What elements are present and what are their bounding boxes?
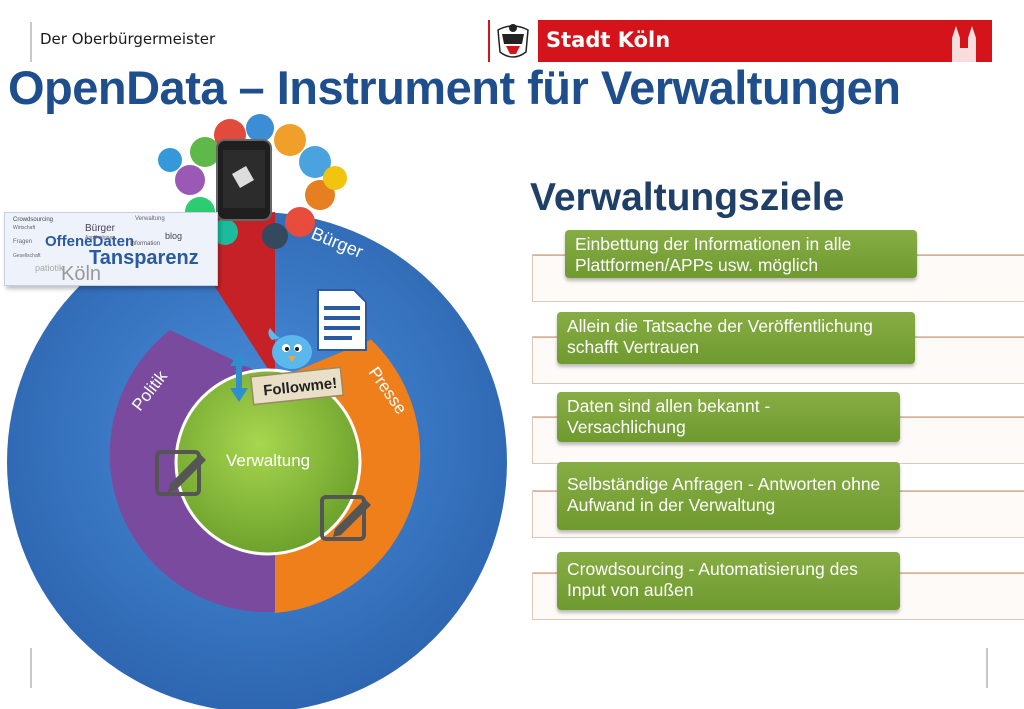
footer-divider: [30, 648, 32, 688]
word-applikationen: Applikationen: [85, 235, 116, 241]
goal-item: Crowdsourcing - Automatisierung des Inpu…: [557, 552, 900, 610]
word-tansparenz: Tansparenz: [89, 247, 199, 269]
word-fragen: Fragen: [13, 239, 33, 245]
office-title: Der Oberbürgermeister: [40, 30, 216, 48]
edit-icon: [320, 495, 371, 541]
coat-of-arms-icon: [488, 20, 529, 62]
social-media-cloud: [158, 114, 347, 249]
word-cloud-card: Crowdsourcing Bürger OffeneDaten Tanspar…: [4, 212, 218, 286]
word-information: Information: [130, 241, 161, 247]
smartphone-icon: [216, 139, 272, 221]
footer-divider: [986, 648, 988, 688]
verwaltung-circle: [174, 368, 362, 556]
word-crowdsourcing: Crowdsourcing: [13, 217, 54, 223]
city-logo: Stadt Köln: [488, 20, 992, 62]
twitter-bird-icon: [268, 328, 312, 369]
page-title: OpenData – Instrument für Verwaltungen: [8, 61, 901, 114]
word-verwaltung: Verwaltung: [135, 216, 165, 222]
goal-item: Einbettung der Informationen in alle Pla…: [565, 230, 917, 278]
word-patiotik: patiotik: [35, 263, 64, 273]
verwaltung-label: Verwaltung: [226, 451, 310, 470]
word-koeln: Köln: [61, 263, 102, 285]
goal-item: Allein die Tatsache der Veröffentlichung…: [557, 312, 915, 364]
cathedral-icon: [952, 26, 976, 62]
edit-icon: [155, 450, 206, 496]
updown-arrow-icon: [230, 352, 248, 402]
word-buerger: Bürger: [85, 223, 116, 234]
word-offenedaten: OffeneDaten: [45, 233, 135, 250]
goal-item: Selbständige Anfragen - Antworten ohne A…: [557, 462, 900, 530]
word-blog: blog: [165, 231, 183, 241]
city-logo-text: Stadt Köln: [546, 28, 671, 52]
subheading: Verwaltungsziele: [530, 176, 845, 219]
goal-item: Daten sind allen bekannt - Versachlichun…: [557, 392, 900, 442]
word-wirtschaft: Wirtschaft: [13, 225, 36, 231]
document-icon: [317, 289, 367, 351]
header-divider: [30, 22, 32, 62]
follow-badge: Followme!: [249, 366, 345, 406]
stakeholder-diagram: Bürger Politik Presse Verwaltung Followm…: [7, 114, 507, 709]
word-gesellschaft: Gesellschaft: [13, 253, 41, 259]
